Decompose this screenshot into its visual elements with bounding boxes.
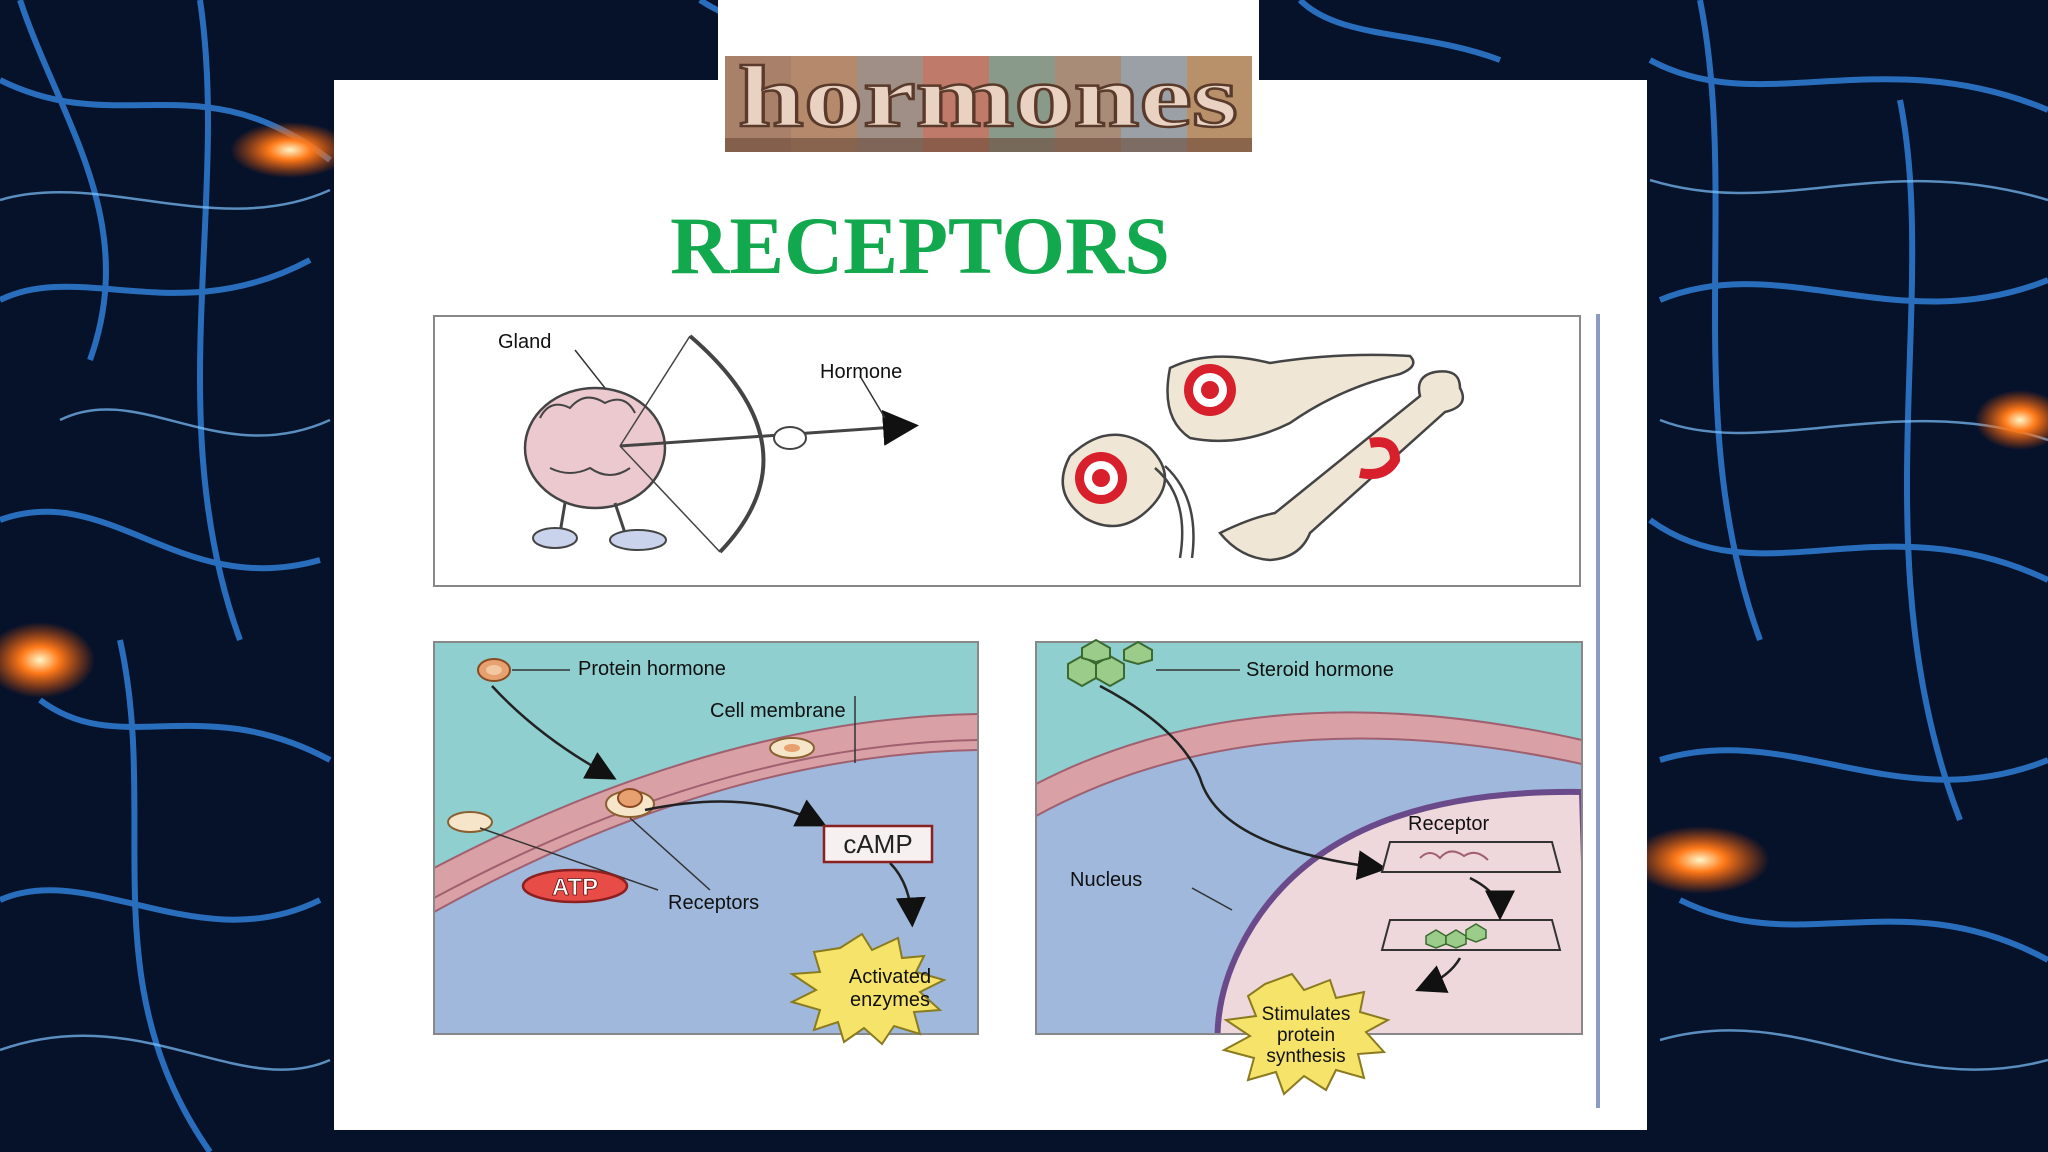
camp-label: cAMP [843,829,912,859]
stimulates-line2: protein [1277,1025,1335,1046]
hormone-label: Hormone [820,361,902,383]
hormones-logo: hormones [725,56,1252,152]
activated-enzymes-line1: Activated [849,966,931,988]
atp-label: ATP [552,874,598,901]
gland-target-panel: Gland Hormone [433,315,1581,587]
activated-enzymes-burst: Activated enzymes [789,932,947,1046]
target-organs-illustration [1061,353,1465,562]
receptor-label: Receptor [1408,813,1489,835]
cell-membrane-label: Cell membrane [710,700,846,722]
stimulates-line3: synthesis [1266,1046,1345,1067]
logo-text: hormones [738,56,1238,146]
protein-hormone-label: Protein hormone [578,658,726,680]
steroid-hormone-label: Steroid hormone [1246,659,1394,681]
stimulates-protein-synthesis-burst: Stimulates protein synthesis [1221,972,1391,1096]
page-title: RECEPTORS [670,200,1170,291]
gland-archer-illustration [523,334,919,554]
hormone-receptor-diagram: Gland Hormone [433,314,1600,1108]
gland-label: Gland [498,331,551,353]
nucleus-label: Nucleus [1070,869,1142,891]
activated-enzymes-line2: enzymes [850,989,930,1011]
steroid-hormone-panel: Steroid hormone Receptor Nucleus [1035,638,1583,1035]
receptors-label: Receptors [668,892,759,914]
stimulates-line1: Stimulates [1262,1004,1351,1025]
